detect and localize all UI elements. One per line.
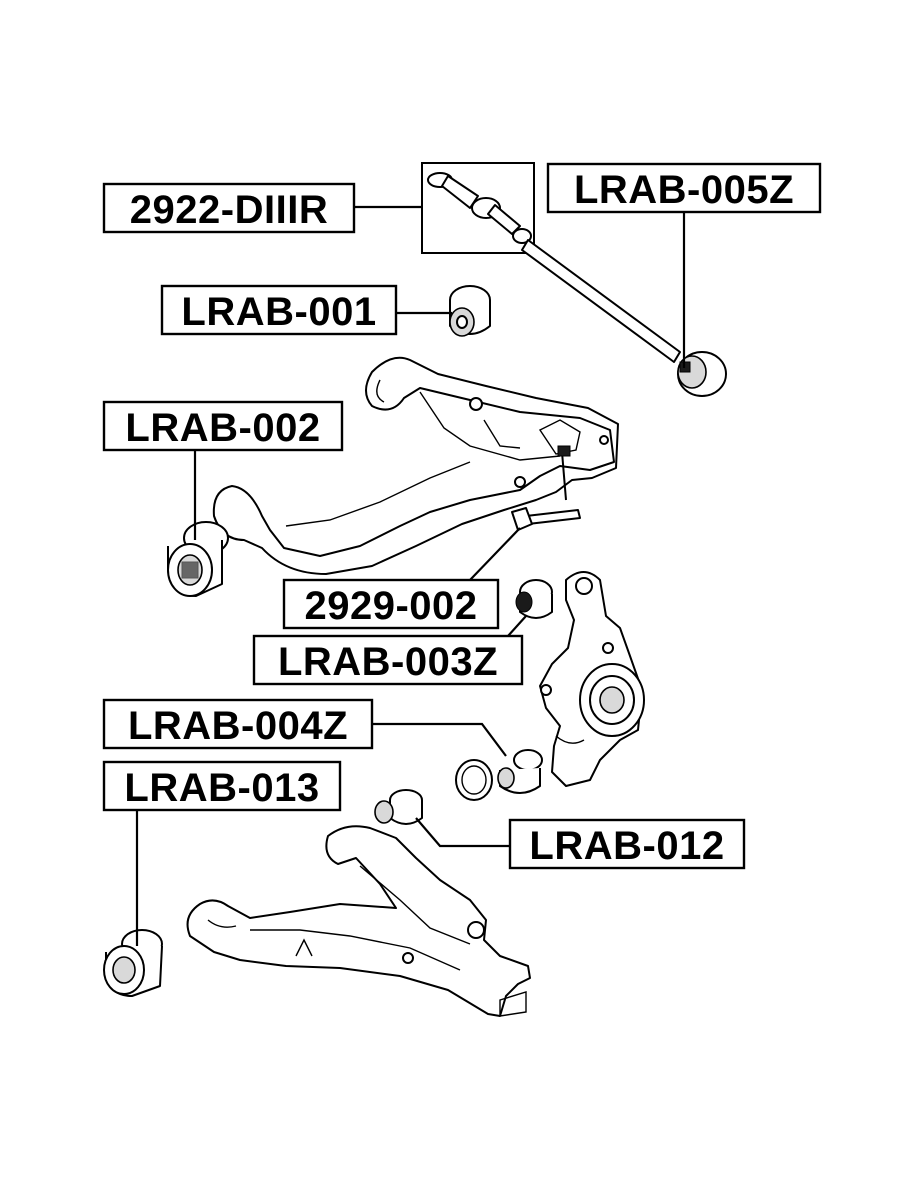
camber-bolt-drawing	[511, 445, 581, 531]
label-lrab-013-text: LRAB-013	[124, 766, 319, 810]
label-lrab-013: LRAB-013	[102, 760, 342, 812]
tie-rod-end-drawing	[427, 172, 532, 244]
label-lrab-005z: LRAB-005Z	[546, 162, 822, 214]
label-2929-002: 2929-002	[282, 578, 500, 630]
toe-link-bushing-drawing	[677, 351, 727, 397]
label-2922-diiir-text: 2922-DIIIR	[130, 188, 328, 232]
label-lrab-001-text: LRAB-001	[181, 290, 376, 334]
label-lrab-012-text: LRAB-012	[529, 824, 724, 868]
lower-control-arm-drawing	[186, 825, 531, 1017]
label-lrab-004z: LRAB-004Z	[102, 698, 374, 750]
label-lrab-003z-text: LRAB-003Z	[278, 640, 498, 684]
knuckle-drawing	[539, 571, 645, 787]
label-2929-002-text: 2929-002	[304, 584, 477, 628]
label-lrab-003z: LRAB-003Z	[252, 634, 524, 686]
label-lrab-012: LRAB-012	[508, 818, 746, 870]
label-2922-diiir: 2922-DIIIR	[102, 182, 356, 234]
label-lrab-004z-text: LRAB-004Z	[128, 704, 348, 748]
label-lrab-002: LRAB-002	[102, 400, 344, 452]
label-lrab-002-text: LRAB-002	[125, 406, 320, 450]
label-lrab-005z-text: LRAB-005Z	[574, 168, 794, 212]
lower-bushing-012-drawing	[374, 789, 423, 825]
label-lrab-001: LRAB-001	[160, 284, 398, 336]
toe-link-rod	[521, 239, 681, 363]
upper-bushing-001-drawing	[449, 285, 491, 337]
knuckle-bushing-003Z-drawing	[515, 579, 553, 619]
leader-lines	[135, 205, 686, 946]
lower-bushing-013-drawing	[103, 929, 163, 997]
toe-link-assembly	[421, 162, 727, 397]
knuckle-bushing-004Z-drawing	[455, 749, 543, 801]
upper-control-arm-drawing	[212, 356, 619, 575]
upper-bushing-002-drawing	[167, 521, 229, 597]
